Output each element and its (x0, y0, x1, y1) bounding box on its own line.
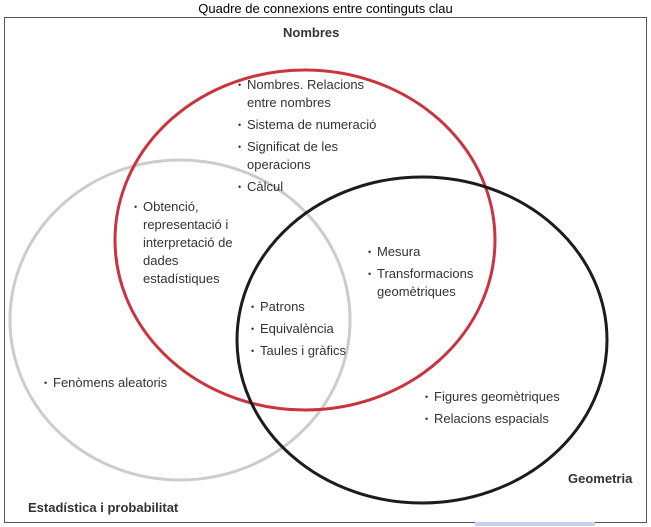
list-item: Significat de les operacions (238, 138, 388, 174)
all-three-list: PatronsEquivalènciaTaules i gràfics (251, 298, 366, 364)
list-item: Fenòmens aleatoris (44, 374, 204, 392)
list-item: Patrons (251, 298, 366, 316)
nombres-estadistica-list: Obtenció, representació i interpretació … (134, 198, 256, 292)
list-item: Sistema de numeració (238, 116, 388, 134)
estadistica-set-label: Estadística i probabilitat (28, 500, 179, 515)
list-item: Nombres. Relacions entre nombres (238, 76, 388, 112)
nombres-circle (113, 68, 497, 412)
estadistica-only-list: Fenòmens aleatoris (44, 374, 204, 396)
geometria-circle (235, 175, 609, 505)
nombres-geometria-list: MesuraTransformacions geomètriques (368, 243, 486, 305)
list-item: Taules i gràfics (251, 342, 366, 360)
list-item: Equivalència (251, 320, 366, 338)
list-item: Figures geomètriques (425, 388, 575, 406)
geometria-set-label: Geometria (568, 471, 633, 486)
diagram-frame (4, 17, 647, 523)
diagram-caption: Quadre de connexions entre continguts cl… (198, 1, 453, 16)
list-item: Càlcul (238, 178, 388, 196)
list-item: Obtenció, representació i interpretació … (134, 198, 256, 288)
nombres-set-label: Nombres (283, 25, 340, 40)
geometria-only-list: Figures geomètriquesRelacions espacials (425, 388, 575, 432)
list-item: Relacions espacials (425, 410, 575, 428)
list-item: Transformacions geomètriques (368, 265, 486, 301)
nombres-only-list: Nombres. Relacions entre nombresSistema … (238, 76, 388, 200)
list-item: Mesura (368, 243, 486, 261)
bottom-strip (475, 522, 595, 526)
